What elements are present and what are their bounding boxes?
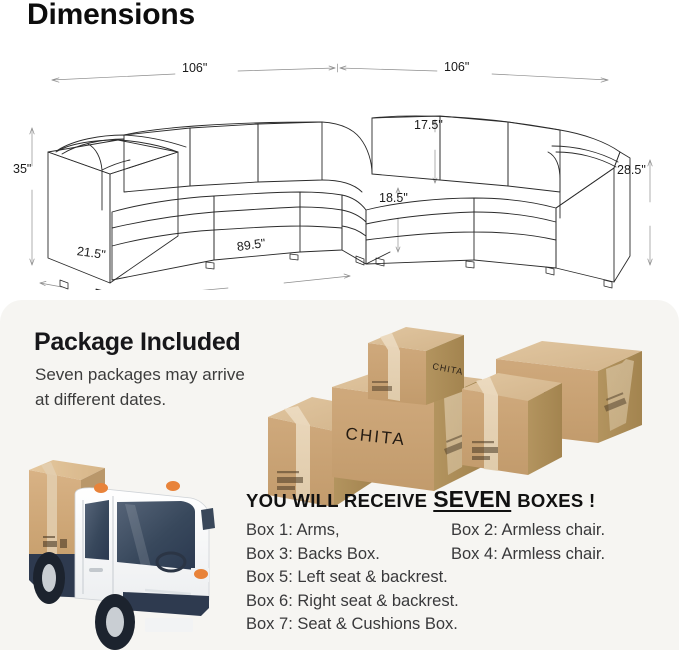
box-item-2: Box 2: Armless chair. [451,521,606,539]
page-title: Dimensions [27,0,196,31]
truck-headlight [194,569,208,579]
package-title: Package Included [34,328,241,356]
box-item-4: Box 4: Armless chair. [451,544,606,563]
box-item-3: Box 3: Backs Box. [246,544,380,563]
truck-wheel [33,552,65,604]
truck-mirror [201,508,215,530]
dimensions-section: Dimensions [0,0,679,292]
truck-wheel [95,594,135,650]
truck-beacon-light [94,483,108,493]
receive-count: SEVEN [433,486,512,512]
package-included-section: Package Included Seven packages may arri… [0,300,679,650]
dim-label-backrest-height: 17.5" [414,118,443,132]
list-item: Box 3: Backs Box. Box 4: Armless chair. [246,543,676,567]
dim-label-left-height: 35" [13,162,32,176]
sofa-line-drawing [29,63,653,290]
box-contents-list: Box 1: Arms, Box 2: Armless chair. Box 3… [246,519,676,637]
box-right-small [462,373,562,475]
sofa-dimension-diagram [0,40,679,290]
box-item-7: Box 7: Seat & Cushions Box. [246,615,458,633]
truck-license-plate [145,618,193,632]
dim-label-right-height: 28.5" [617,163,646,177]
dim-label-top-right: 106" [444,60,470,74]
truck-svg [29,460,215,650]
truck-side-window [85,500,109,560]
receive-suffix: BOXES ! [517,490,596,511]
dim-label-seat-height: 18.5" [379,191,408,205]
list-item: Box 6: Right seat & backrest. [246,590,676,614]
box-top-stacked: CHITA [368,327,464,405]
truck-bumper [123,592,209,616]
truck-steering-wheel [155,551,187,573]
box-item-6: Box 6: Right seat & backrest. [246,591,459,610]
receive-prefix: YOU WILL RECEIVE [246,490,428,511]
receive-heading: YOU WILL RECEIVE SEVEN BOXES ! [246,486,676,513]
dim-label-top-left: 106" [182,61,208,75]
list-item: Box 5: Left seat & backrest. [246,566,676,590]
list-item: Box 1: Arms, Box 2: Armless chair. [246,519,676,543]
delivery-truck-illustration [5,450,235,650]
cardboard-boxes-illustration: CHITA CHITA [250,325,670,515]
boxes-svg: CHITA CHITA [268,327,642,507]
receive-boxes-block: YOU WILL RECEIVE SEVEN BOXES ! Box 1: Ar… [246,486,676,637]
box-item-5: Box 5: Left seat & backrest. [246,568,448,586]
box-item-1: Box 1: Arms, [246,521,340,539]
truck-beacon-light [166,481,180,491]
list-item: Box 7: Seat & Cushions Box. [246,613,676,637]
